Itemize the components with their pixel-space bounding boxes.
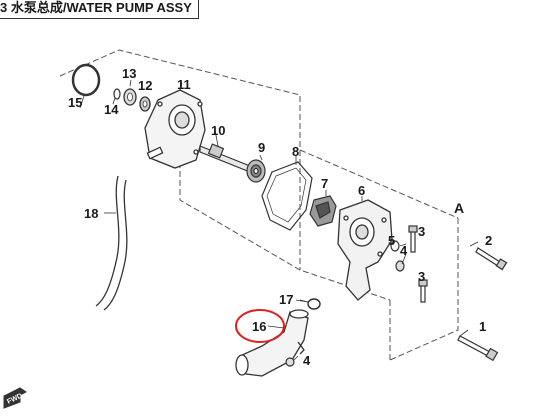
- part-12-bearing: [139, 96, 151, 112]
- callout-12: 12: [138, 78, 152, 93]
- callout-13: 13: [122, 66, 136, 81]
- callout-3-upper: 3: [418, 224, 425, 239]
- callout-5: 5: [388, 233, 395, 248]
- part-16-outlet-pipe: [235, 309, 309, 377]
- callout-4-lower: 4: [303, 353, 311, 368]
- callout-1: 1: [479, 319, 486, 334]
- callout-16: 16: [252, 319, 266, 334]
- callout-10: 10: [211, 123, 225, 138]
- fwd-arrow-icon: FWD: [3, 387, 27, 409]
- part-3-bolt-upper: [408, 225, 418, 253]
- part-14-washer: [112, 88, 121, 105]
- callout-14: 14: [104, 102, 119, 117]
- part-1-long-bolt: [457, 335, 499, 362]
- callout-6: 6: [358, 183, 365, 198]
- callout-3-lower: 3: [418, 269, 425, 284]
- diagram-title: 3 水泵总成/WATER PUMP ASSY: [0, 0, 199, 19]
- part-4-washer-lower: [285, 355, 299, 367]
- part-2-long-bolt: [475, 247, 508, 271]
- callout-7: 7: [321, 176, 328, 191]
- part-7-impeller: [309, 190, 337, 227]
- detail-marker-a: A: [454, 200, 464, 216]
- part-8-gasket: [261, 155, 313, 231]
- callout-18: 18: [84, 206, 98, 221]
- callout-15: 15: [68, 95, 82, 110]
- callout-2: 2: [485, 233, 492, 248]
- part-13-oil-seal: [123, 79, 137, 106]
- part-3-bolt-lower: [418, 279, 428, 303]
- part-18-hose: [95, 175, 128, 311]
- callout-9: 9: [258, 140, 265, 155]
- part-11-pump-cover: [144, 82, 206, 169]
- callout-4-upper: 4: [400, 243, 408, 258]
- part-17-o-ring: [299, 298, 321, 310]
- callout-17: 17: [279, 292, 293, 307]
- leader-lines: [267, 241, 479, 337]
- part-9-drive-gear: [246, 154, 266, 183]
- callout-8: 8: [292, 144, 299, 159]
- part-5-washer: [390, 240, 400, 252]
- part-15-o-ring: [71, 63, 101, 109]
- part-6-pump-body: [337, 196, 393, 301]
- callout-11: 11: [177, 77, 191, 92]
- highlight-circle: [235, 309, 285, 343]
